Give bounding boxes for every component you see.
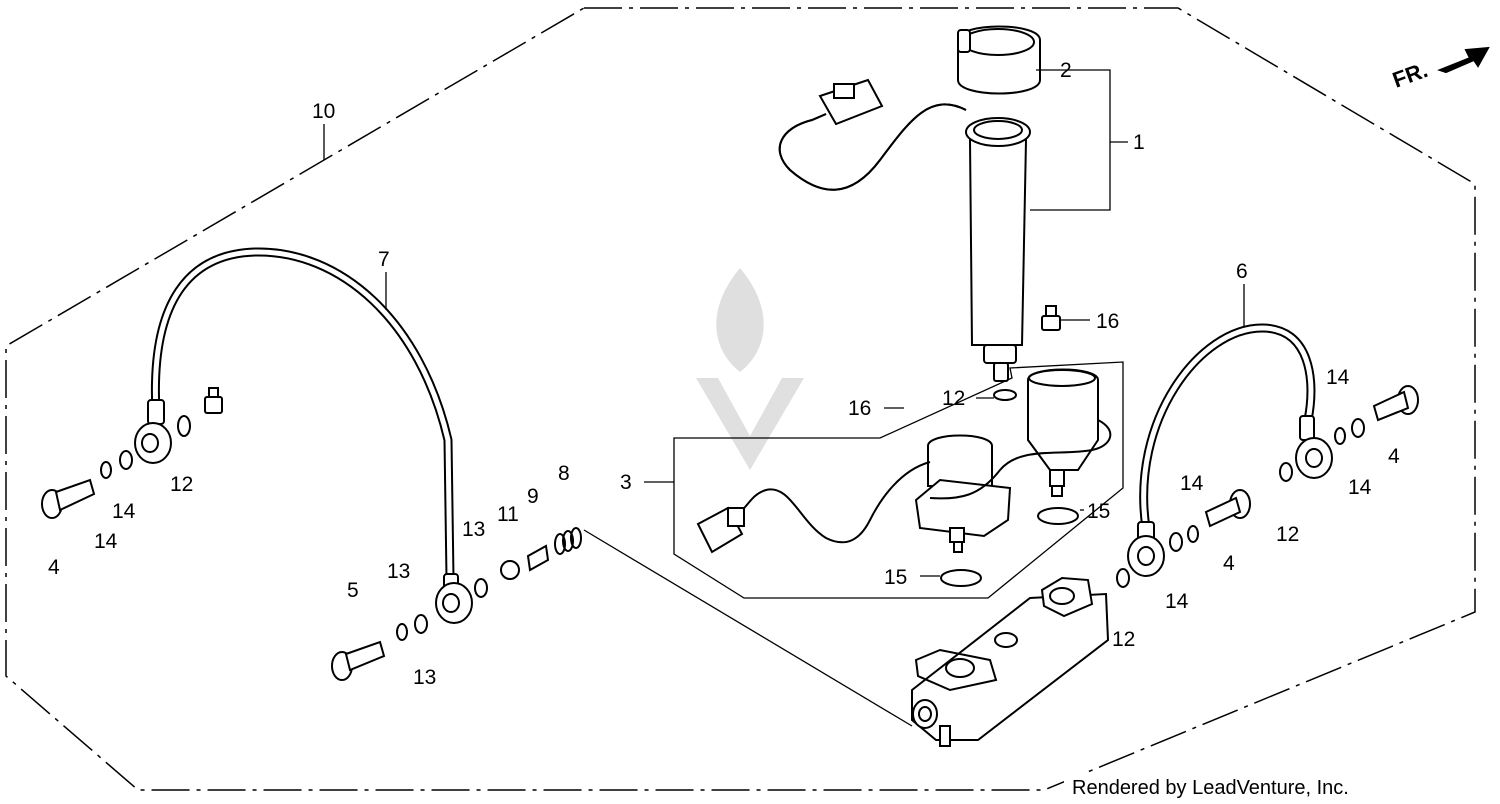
part-2-cap	[957, 25, 1041, 95]
callout-13-upper: 13	[462, 518, 485, 541]
callout-13-lower: 13	[413, 666, 436, 689]
callout-4-center: 4	[1223, 552, 1235, 575]
part-4-bolt-left	[41, 478, 96, 519]
callout-2: 2	[1060, 59, 1072, 82]
callout-12-left: 12	[170, 473, 193, 496]
washers	[100, 415, 1365, 641]
callout-7: 7	[378, 248, 390, 271]
part-15-o-ring-upper	[1037, 507, 1079, 525]
part-6-hose	[1127, 323, 1333, 577]
callout-16-lower: 16	[848, 397, 871, 420]
part-4-bolt-right	[1372, 385, 1419, 422]
part-15-o-ring-lower	[940, 569, 982, 587]
front-direction-marker: FR.	[1389, 46, 1490, 93]
callout-9: 9	[527, 485, 539, 508]
callout-14-right-b: 14	[1348, 476, 1372, 499]
callout-15-upper: 15	[1087, 500, 1110, 523]
callout-4-right: 4	[1388, 445, 1400, 468]
callout-12-lower: 12	[1112, 628, 1135, 651]
fuel-distributor	[911, 576, 1110, 747]
callout-8: 8	[558, 462, 570, 485]
callout-14-center-b: 14	[1165, 590, 1189, 613]
leader-lines	[323, 69, 1245, 727]
part-16-bolt-upper	[1041, 305, 1061, 331]
callout-3: 3	[620, 471, 632, 494]
callout-5: 5	[347, 579, 359, 602]
callout-15-lower: 15	[884, 566, 907, 589]
part-7-hose	[134, 247, 473, 624]
part-11-ball	[500, 560, 520, 580]
part-9-spring-seat	[526, 544, 550, 572]
callout-14-center-a: 14	[1180, 472, 1204, 495]
callout-16-upper: 16	[1096, 310, 1119, 333]
part-8-spring	[554, 527, 582, 555]
callout-14-right-a: 14	[1326, 366, 1350, 389]
callout-13-middle: 13	[387, 560, 410, 583]
callout-11: 11	[497, 503, 519, 526]
leadventure-watermark-icon	[696, 268, 804, 470]
callout-14-left-a: 14	[112, 500, 136, 523]
part-4-bolt-center	[1204, 489, 1251, 528]
part-5-bolt	[331, 640, 386, 681]
callout-12-center: 12	[942, 387, 965, 410]
credit-text: Rendered by LeadVenture, Inc.	[1072, 777, 1349, 799]
callout-6: 6	[1236, 260, 1248, 283]
part-1-pump	[778, 78, 1031, 382]
credit-background	[1064, 772, 1394, 802]
part-12-o-ring-center	[993, 389, 1017, 401]
callout-4-left: 4	[48, 556, 60, 579]
part-16-bolt-lower	[204, 387, 223, 414]
part-3-assembly-box	[673, 361, 1124, 599]
assembly-boundary	[5, 7, 1476, 791]
callout-10: 10	[312, 100, 335, 123]
callout-12-right: 12	[1276, 523, 1299, 546]
callout-14-left-b: 14	[94, 530, 118, 553]
callout-1: 1	[1133, 131, 1145, 154]
svg-text:FR.: FR.	[1389, 57, 1431, 93]
part-3-solenoid-assembly	[696, 368, 1112, 554]
